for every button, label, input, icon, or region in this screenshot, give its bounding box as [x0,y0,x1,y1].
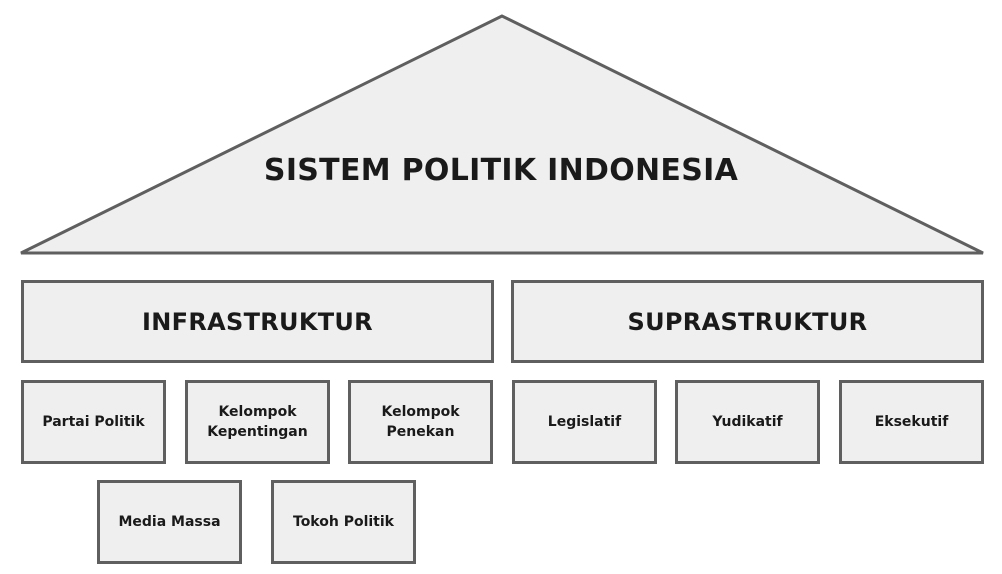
node-label: Partai Politik [42,414,145,430]
node-label: Media Massa [118,514,221,530]
node-label: Legislatif [547,414,622,430]
node-kelompok-penekan: Kelompok Penekan [348,380,493,464]
node-label: Yudikatif [712,414,783,430]
node-media-massa: Media Massa [97,480,242,564]
suprastruktur-header: SUPRASTRUKTUR [511,280,984,363]
node-legislatif: Legislatif [512,380,657,464]
node-label: Kelompok Kepentingan [207,404,308,440]
node-label: Eksekutif [874,414,949,430]
suprastruktur-label: SUPRASTRUKTUR [627,307,868,336]
node-yudikatif: Yudikatif [675,380,820,464]
infrastruktur-header: INFRASTRUKTUR [21,280,494,363]
infrastruktur-label: INFRASTRUKTUR [142,307,373,336]
roof-shape [20,14,984,255]
node-label: Tokoh Politik [293,514,394,530]
roof-triangle [20,14,984,255]
node-label: Kelompok Penekan [381,404,460,440]
node-kelompok-kepentingan: Kelompok Kepentingan [185,380,330,464]
node-tokoh-politik: Tokoh Politik [271,480,416,564]
node-eksekutif: Eksekutif [839,380,984,464]
diagram-title: SISTEM POLITIK INDONESIA [263,153,739,188]
node-partai-politik: Partai Politik [21,380,166,464]
